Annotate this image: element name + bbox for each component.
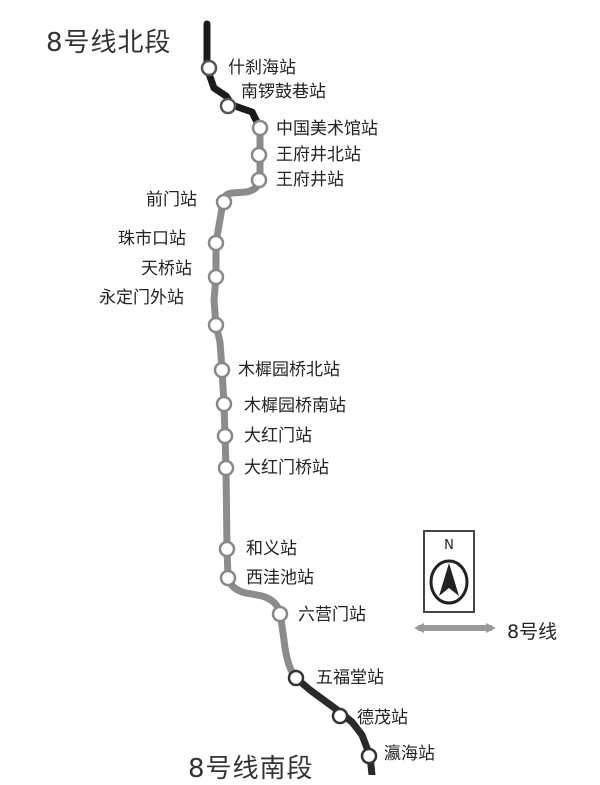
legend-line-right-arrow [486, 623, 496, 633]
station-label: 中国美术馆站 [276, 119, 378, 139]
station-wangfujing-north-marker[interactable] [250, 146, 268, 164]
station-label: 前门站 [146, 190, 197, 210]
station-label: 天桥站 [141, 259, 192, 279]
station-label: 南锣鼓巷站 [241, 82, 326, 102]
station-dahongmen-bridge-marker[interactable] [217, 459, 235, 477]
south-segment-title: 8号线南段 [188, 754, 314, 784]
station-shichahai-marker[interactable] [200, 59, 218, 77]
station-label: 五福堂站 [316, 668, 384, 688]
station-xiwachi-marker[interactable] [219, 569, 237, 587]
station-liuyingmen-marker[interactable] [271, 605, 289, 623]
station-label: 珠市口站 [118, 229, 186, 249]
station-label: 王府井站 [276, 170, 344, 190]
station-yinghai-marker[interactable] [360, 747, 378, 765]
station-tianqiao-marker[interactable] [207, 268, 225, 286]
north-segment-title: 8号线北段 [46, 28, 172, 58]
station-wangfujing-marker[interactable] [250, 171, 268, 189]
station-nanluoguxiang-marker[interactable] [219, 97, 237, 115]
north-arrow-icon [429, 559, 469, 605]
station-heyi-marker[interactable] [218, 540, 236, 558]
station-unlabeled-marker[interactable] [207, 316, 225, 334]
station-muxiyuan-north-marker[interactable] [213, 361, 231, 379]
north-compass: N [423, 530, 475, 613]
compass-north-label: N [444, 538, 454, 553]
station-qianmen-marker[interactable] [215, 193, 233, 211]
legend-line-label: 8号线 [507, 621, 558, 643]
station-label: 六营门站 [298, 605, 366, 625]
station-label: 大红门桥站 [244, 458, 329, 478]
station-label: 瀛海站 [384, 744, 435, 764]
station-label: 什刹海站 [228, 58, 296, 78]
station-label: 永定门外站 [99, 288, 184, 308]
station-label: 和义站 [246, 539, 297, 559]
station-zhushikou-marker[interactable] [207, 234, 225, 252]
station-muxiyuan-south-marker[interactable] [215, 395, 233, 413]
station-demao-marker[interactable] [331, 707, 349, 725]
station-label: 木樨园桥南站 [244, 396, 346, 416]
station-label: 西洼池站 [246, 568, 314, 588]
station-dahongmen-marker[interactable] [216, 427, 234, 445]
station-label: 大红门站 [244, 426, 312, 446]
station-label: 木樨园桥北站 [238, 360, 340, 380]
station-wufutang-marker[interactable] [287, 669, 305, 687]
station-china-art-museum-marker[interactable] [251, 119, 269, 137]
station-label: 德茂站 [357, 708, 408, 728]
station-label: 王府井北站 [276, 145, 361, 165]
legend-line-left-arrow [414, 623, 424, 633]
